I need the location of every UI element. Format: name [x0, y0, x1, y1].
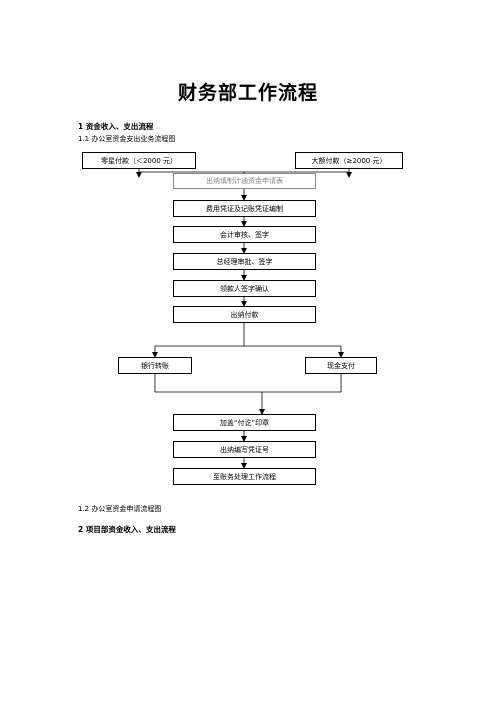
large-payment-box: 大额付款（≥2000 元）	[295, 152, 403, 169]
subsection-1-1-heading: 1.1 办公室资金支出业务流程图	[78, 135, 176, 143]
cash-payment-box: 现金支付	[305, 357, 377, 374]
subsection-1-2-heading: 1.2 办公室资金申请流程图	[78, 505, 162, 513]
bank-transfer-box: 银行转账	[118, 357, 192, 374]
stamp-box: 加盖“付讫”印章	[173, 414, 316, 431]
voucher-number-box: 出纳编写凭证号	[173, 441, 316, 458]
accountant-review-box: 会计审核、签字	[173, 226, 316, 243]
section-1-heading: 1 资金收入、支出流程	[78, 122, 154, 131]
voucher-prep-box: 费用凭证及记账凭证编制	[173, 200, 316, 217]
section-2-heading: 2 项目部资金收入、支出流程	[78, 525, 176, 534]
cashier-fill-box: 出纳填制计通资金申请表	[173, 173, 316, 189]
small-payment-box: 零星付款（＜2000 元）	[82, 152, 196, 169]
to-accounts-box: 至账务处理工作流程	[173, 468, 316, 485]
gm-approval-box: 总经理审批、签字	[173, 253, 316, 270]
page-title: 财务部工作流程	[177, 82, 318, 104]
cashier-pay-box: 出纳付款	[173, 306, 316, 323]
payee-confirm-box: 领款人签字确认	[173, 280, 316, 297]
